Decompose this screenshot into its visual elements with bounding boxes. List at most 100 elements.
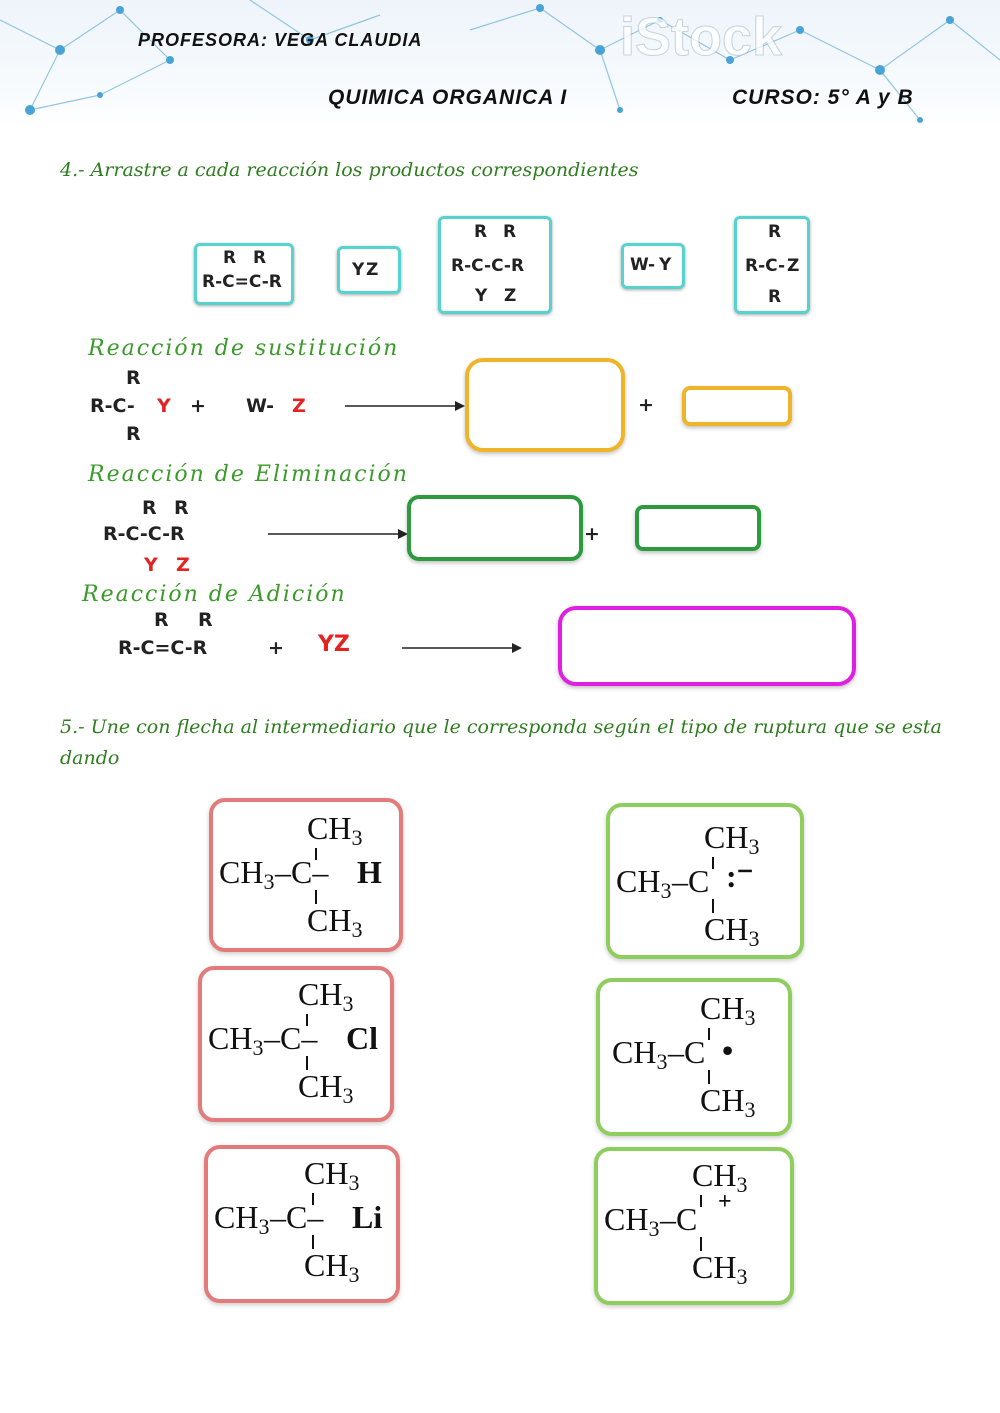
right2-left: CH3	[612, 1034, 668, 1074]
right3-bottom: CH3	[692, 1249, 748, 1289]
left2-top: CH3	[298, 976, 354, 1016]
bond-line	[708, 1070, 710, 1084]
right3-plus-mark: +	[718, 1189, 732, 1215]
sust-arrow-icon	[345, 401, 465, 411]
sust-reagent-formula: R-C-	[90, 395, 135, 417]
sust-plus-1: +	[190, 395, 206, 417]
right-structure-card-3[interactable]: CH3 CH3 –C + CH3	[594, 1147, 794, 1305]
elim-formula: R-C-C-R	[103, 523, 185, 545]
alkene-formula: R-C=C-R	[202, 272, 282, 292]
draggable-yz-card[interactable]: Y Z	[337, 246, 401, 294]
question-4-text: 4.- Arrastre a cada reacción los product…	[60, 159, 639, 181]
adic-r2: R	[198, 609, 213, 631]
reaction-elimination-title: Reacción de Eliminación	[88, 462, 409, 487]
sust-plus-2: +	[638, 394, 654, 416]
yz-y: Y	[352, 260, 365, 280]
bond-line	[315, 890, 317, 904]
right-structure-card-1[interactable]: CH3 CH3 –C :⁻ CH3	[606, 803, 804, 959]
left1-substituent: H	[357, 854, 382, 890]
elim-arrow-icon	[268, 529, 408, 539]
left2-center: –C–	[264, 1020, 318, 1056]
course-title: QUIMICA ORGANICA I	[328, 86, 568, 109]
dihalide-r2: R	[503, 222, 517, 242]
left3-top: CH3	[304, 1155, 360, 1195]
wy-y: Y	[659, 255, 672, 275]
left2-bottom: CH3	[298, 1068, 354, 1108]
adic-yz: YZ	[318, 632, 350, 657]
right1-center: –C	[672, 863, 710, 899]
teacher-name: PROFESORA: VEGA CLAUDIA	[138, 30, 423, 50]
substituted-z: Z	[787, 256, 800, 276]
sust-reagent-top: R	[126, 367, 141, 389]
yz-z: Z	[366, 260, 379, 280]
right1-left: CH3	[616, 863, 672, 903]
bond-line	[306, 1056, 308, 1070]
right2-bottom: CH3	[700, 1082, 756, 1122]
left3-center: –C–	[270, 1199, 324, 1235]
right1-top: CH3	[704, 819, 760, 859]
sust-w: W-	[246, 395, 274, 417]
draggable-dihalide-card[interactable]: R R R-C-C-R Y Z	[438, 216, 552, 314]
left1-center: –C–	[275, 854, 329, 890]
alkene-r2: R	[253, 248, 267, 268]
substituted-bottom: R	[768, 287, 782, 307]
sust-drop-zone-2[interactable]	[682, 386, 792, 426]
bond-line	[700, 1195, 702, 1207]
adic-drop-zone[interactable]	[558, 606, 856, 686]
left3-left: CH3	[214, 1199, 270, 1239]
elim-r1: R	[142, 497, 157, 519]
reaction-addition-title: Reacción de Adición	[82, 582, 347, 607]
dihalide-formula: R-C-C-R	[451, 256, 525, 276]
course-grade: CURSO: 5° A y B	[732, 86, 914, 109]
elim-drop-zone-2[interactable]	[635, 505, 761, 551]
left-structure-card-3[interactable]: CH3 CH3 –C– Li CH3	[204, 1145, 400, 1303]
bond-line	[312, 1235, 314, 1249]
right2-center: –C	[668, 1034, 706, 1070]
elim-drop-zone-1[interactable]	[407, 495, 583, 561]
right3-left: CH3	[604, 1201, 660, 1241]
bond-line	[700, 1237, 702, 1251]
elim-y: Y	[144, 554, 158, 576]
dihalide-r1: R	[474, 222, 488, 242]
draggable-alkene-card[interactable]: R R R-C=C-R	[194, 243, 294, 305]
right3-center: –C	[660, 1201, 698, 1237]
sust-reagent-bottom: R	[126, 423, 141, 445]
elim-z: Z	[176, 554, 190, 576]
draggable-substituted-card[interactable]: R R-C- Z R	[734, 216, 810, 314]
sust-drop-zone-1[interactable]	[465, 358, 625, 452]
left1-top: CH3	[307, 810, 363, 850]
right2-top: CH3	[700, 990, 756, 1030]
sust-reagent-y: Y	[157, 395, 171, 417]
bond-line	[312, 1193, 314, 1205]
bond-line	[306, 1014, 308, 1026]
adic-plus: +	[268, 637, 284, 659]
dihalide-y: Y	[475, 286, 488, 306]
bond-line	[712, 857, 714, 869]
network-background-graphic	[0, 0, 1000, 123]
left1-bottom: CH3	[307, 902, 363, 942]
bond-line	[712, 899, 714, 913]
left3-substituent: Li	[352, 1199, 383, 1235]
reaction-substitution-title: Reacción de sustitución	[88, 336, 400, 361]
left3-bottom: CH3	[304, 1247, 360, 1287]
substituted-top: R	[768, 222, 782, 242]
right2-radical-mark: •	[722, 1032, 734, 1068]
question-5-text: 5.- Une con flecha al intermediario que …	[60, 716, 942, 769]
substituted-formula: R-C-	[745, 256, 786, 276]
left1-left: CH3	[219, 854, 275, 894]
bond-line	[315, 848, 317, 860]
left2-left: CH3	[208, 1020, 264, 1060]
elim-r2: R	[174, 497, 189, 519]
sust-z: Z	[292, 395, 306, 417]
adic-formula: R-C=C-R	[118, 637, 208, 659]
right-structure-card-2[interactable]: CH3 CH3 –C • CH3	[596, 978, 792, 1136]
right1-charge-mark: :⁻	[726, 858, 754, 894]
right1-bottom: CH3	[704, 911, 760, 951]
left-structure-card-2[interactable]: CH3 CH3 –C– Cl CH3	[198, 966, 394, 1122]
draggable-wy-card[interactable]: W- Y	[621, 243, 685, 289]
adic-arrow-icon	[402, 643, 522, 653]
page-header: iStock PROFESORA: VEGA CLAUDIA QUIMICA O…	[0, 0, 1000, 128]
elim-plus: +	[584, 523, 600, 545]
left-structure-card-1[interactable]: CH3 CH3 –C– H CH3	[209, 798, 403, 952]
right3-top: CH3	[692, 1157, 748, 1197]
